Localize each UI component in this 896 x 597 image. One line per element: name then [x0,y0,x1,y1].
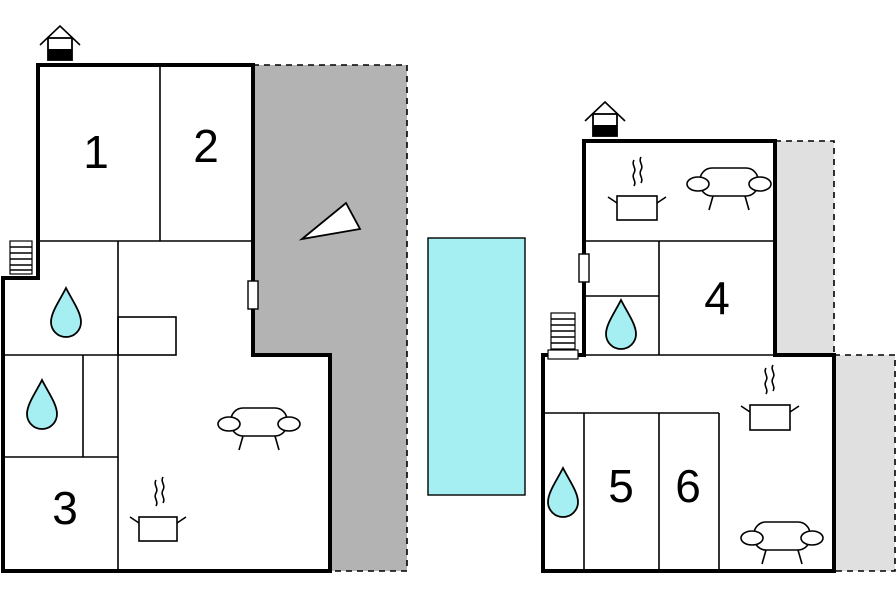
sofa-icon [217,407,301,451]
room-1-label: 1 [83,126,109,178]
room-6-label: 6 [675,460,701,512]
sofa-icon [740,521,824,565]
left-building: 1 2 3 [1,24,408,573]
cooking-pot-icon [740,364,800,431]
room-3-label: 3 [52,482,78,534]
terrace-left [253,65,407,571]
sofa-icon [686,167,772,211]
counter [117,316,177,356]
left-outer-walls [1,63,332,573]
terrace-right-upper-border [775,140,835,355]
room-4-label: 4 [704,272,730,324]
cooking-pot-icon [607,156,667,221]
water-drop-icon [547,465,579,518]
right-building: 4 5 6 [541,100,896,573]
sun-lounger-icon [298,201,362,241]
water-drop-icon [26,377,58,430]
house-entrance-icon [584,100,626,137]
stairs-icon [547,312,579,360]
water-drop-icon [605,297,637,350]
door-icon [578,253,590,283]
terrace-left-border [253,64,408,572]
door-icon [247,280,259,310]
room-5-label: 5 [608,460,634,512]
terrace-right-lower [834,355,895,571]
cooking-pot-icon [129,476,187,542]
stairs-icon [9,240,33,275]
water-drop-icon [50,285,82,338]
house-entrance-icon [39,24,81,61]
terrace-right-upper [775,141,834,355]
swimming-pool [427,237,526,496]
terrace-right-lower-border [834,354,896,572]
room-2-label: 2 [193,120,219,172]
